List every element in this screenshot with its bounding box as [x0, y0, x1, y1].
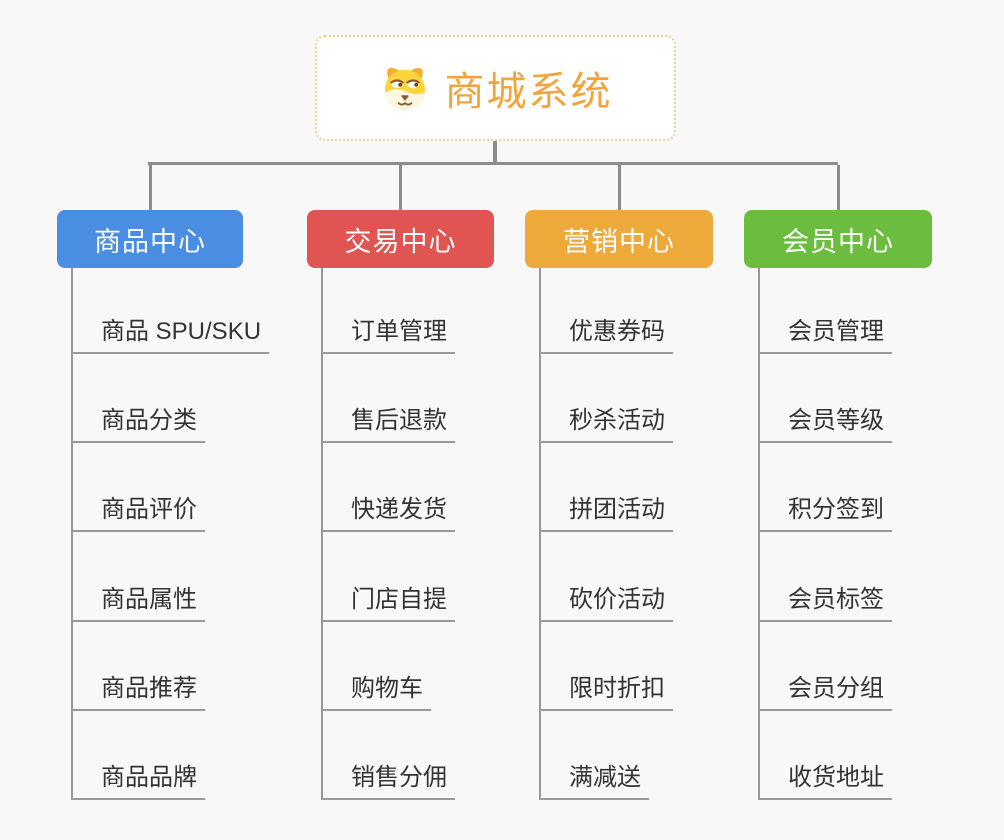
subtopic-node[interactable]: 门店自提 [321, 582, 455, 622]
branch-node[interactable]: 商品中心 [57, 210, 243, 268]
subtopic-node[interactable]: 拼团活动 [539, 492, 673, 533]
root-topic-label: 商城系统 [444, 70, 613, 114]
subtopic-node[interactable]: 秒杀活动 [539, 403, 673, 444]
connector-line [758, 268, 760, 800]
subtopic-node[interactable]: 商品分类 [71, 403, 205, 444]
connector-line [71, 268, 73, 800]
branch-node[interactable]: 营销中心 [525, 210, 713, 268]
subtopic-node[interactable]: 商品 SPU/SKU [71, 314, 270, 354]
connector-line [493, 140, 497, 162]
branch-node-label: 商品中心 [94, 226, 206, 257]
subtopic-node[interactable]: 商品品牌 [71, 760, 205, 800]
branch-node[interactable]: 交易中心 [307, 210, 494, 268]
connector-line [148, 162, 838, 165]
connector-line [321, 268, 323, 800]
subtopic-node[interactable]: 优惠券码 [539, 314, 673, 354]
subtopic-node[interactable]: 商品属性 [71, 582, 205, 622]
connector-line [836, 165, 840, 210]
root-topic-node[interactable]: 商城系统 [315, 35, 676, 141]
branch-node-label: 会员中心 [782, 226, 894, 257]
branch-node-label: 交易中心 [344, 226, 457, 257]
subtopic-node[interactable]: 商品推荐 [71, 671, 205, 711]
subtopic-node[interactable]: 快递发货 [321, 492, 455, 533]
dog-face-icon [379, 64, 431, 112]
subtopic-node[interactable]: 限时折扣 [539, 671, 673, 711]
subtopic-node[interactable]: 销售分佣 [321, 760, 455, 800]
subtopic-node[interactable]: 砍价活动 [539, 582, 673, 622]
subtopic-node[interactable]: 商品评价 [71, 492, 205, 533]
branch-node[interactable]: 会员中心 [744, 210, 932, 268]
subtopic-node[interactable]: 会员标签 [758, 582, 892, 622]
branch-node-label: 营销中心 [563, 226, 675, 257]
subtopic-node[interactable]: 购物车 [321, 671, 431, 711]
connector-line [148, 165, 152, 210]
subtopic-node[interactable]: 满减送 [539, 760, 649, 800]
connector-line [617, 165, 621, 210]
subtopic-node[interactable]: 积分签到 [758, 492, 892, 533]
connector-line [539, 268, 541, 800]
subtopic-node[interactable]: 收货地址 [758, 760, 892, 800]
subtopic-node[interactable]: 订单管理 [321, 314, 455, 354]
subtopic-node[interactable]: 售后退款 [321, 403, 455, 444]
subtopic-node[interactable]: 会员管理 [758, 314, 892, 354]
connector-line [399, 165, 402, 210]
subtopic-node[interactable]: 会员等级 [758, 403, 892, 444]
subtopic-node[interactable]: 会员分组 [758, 671, 892, 711]
